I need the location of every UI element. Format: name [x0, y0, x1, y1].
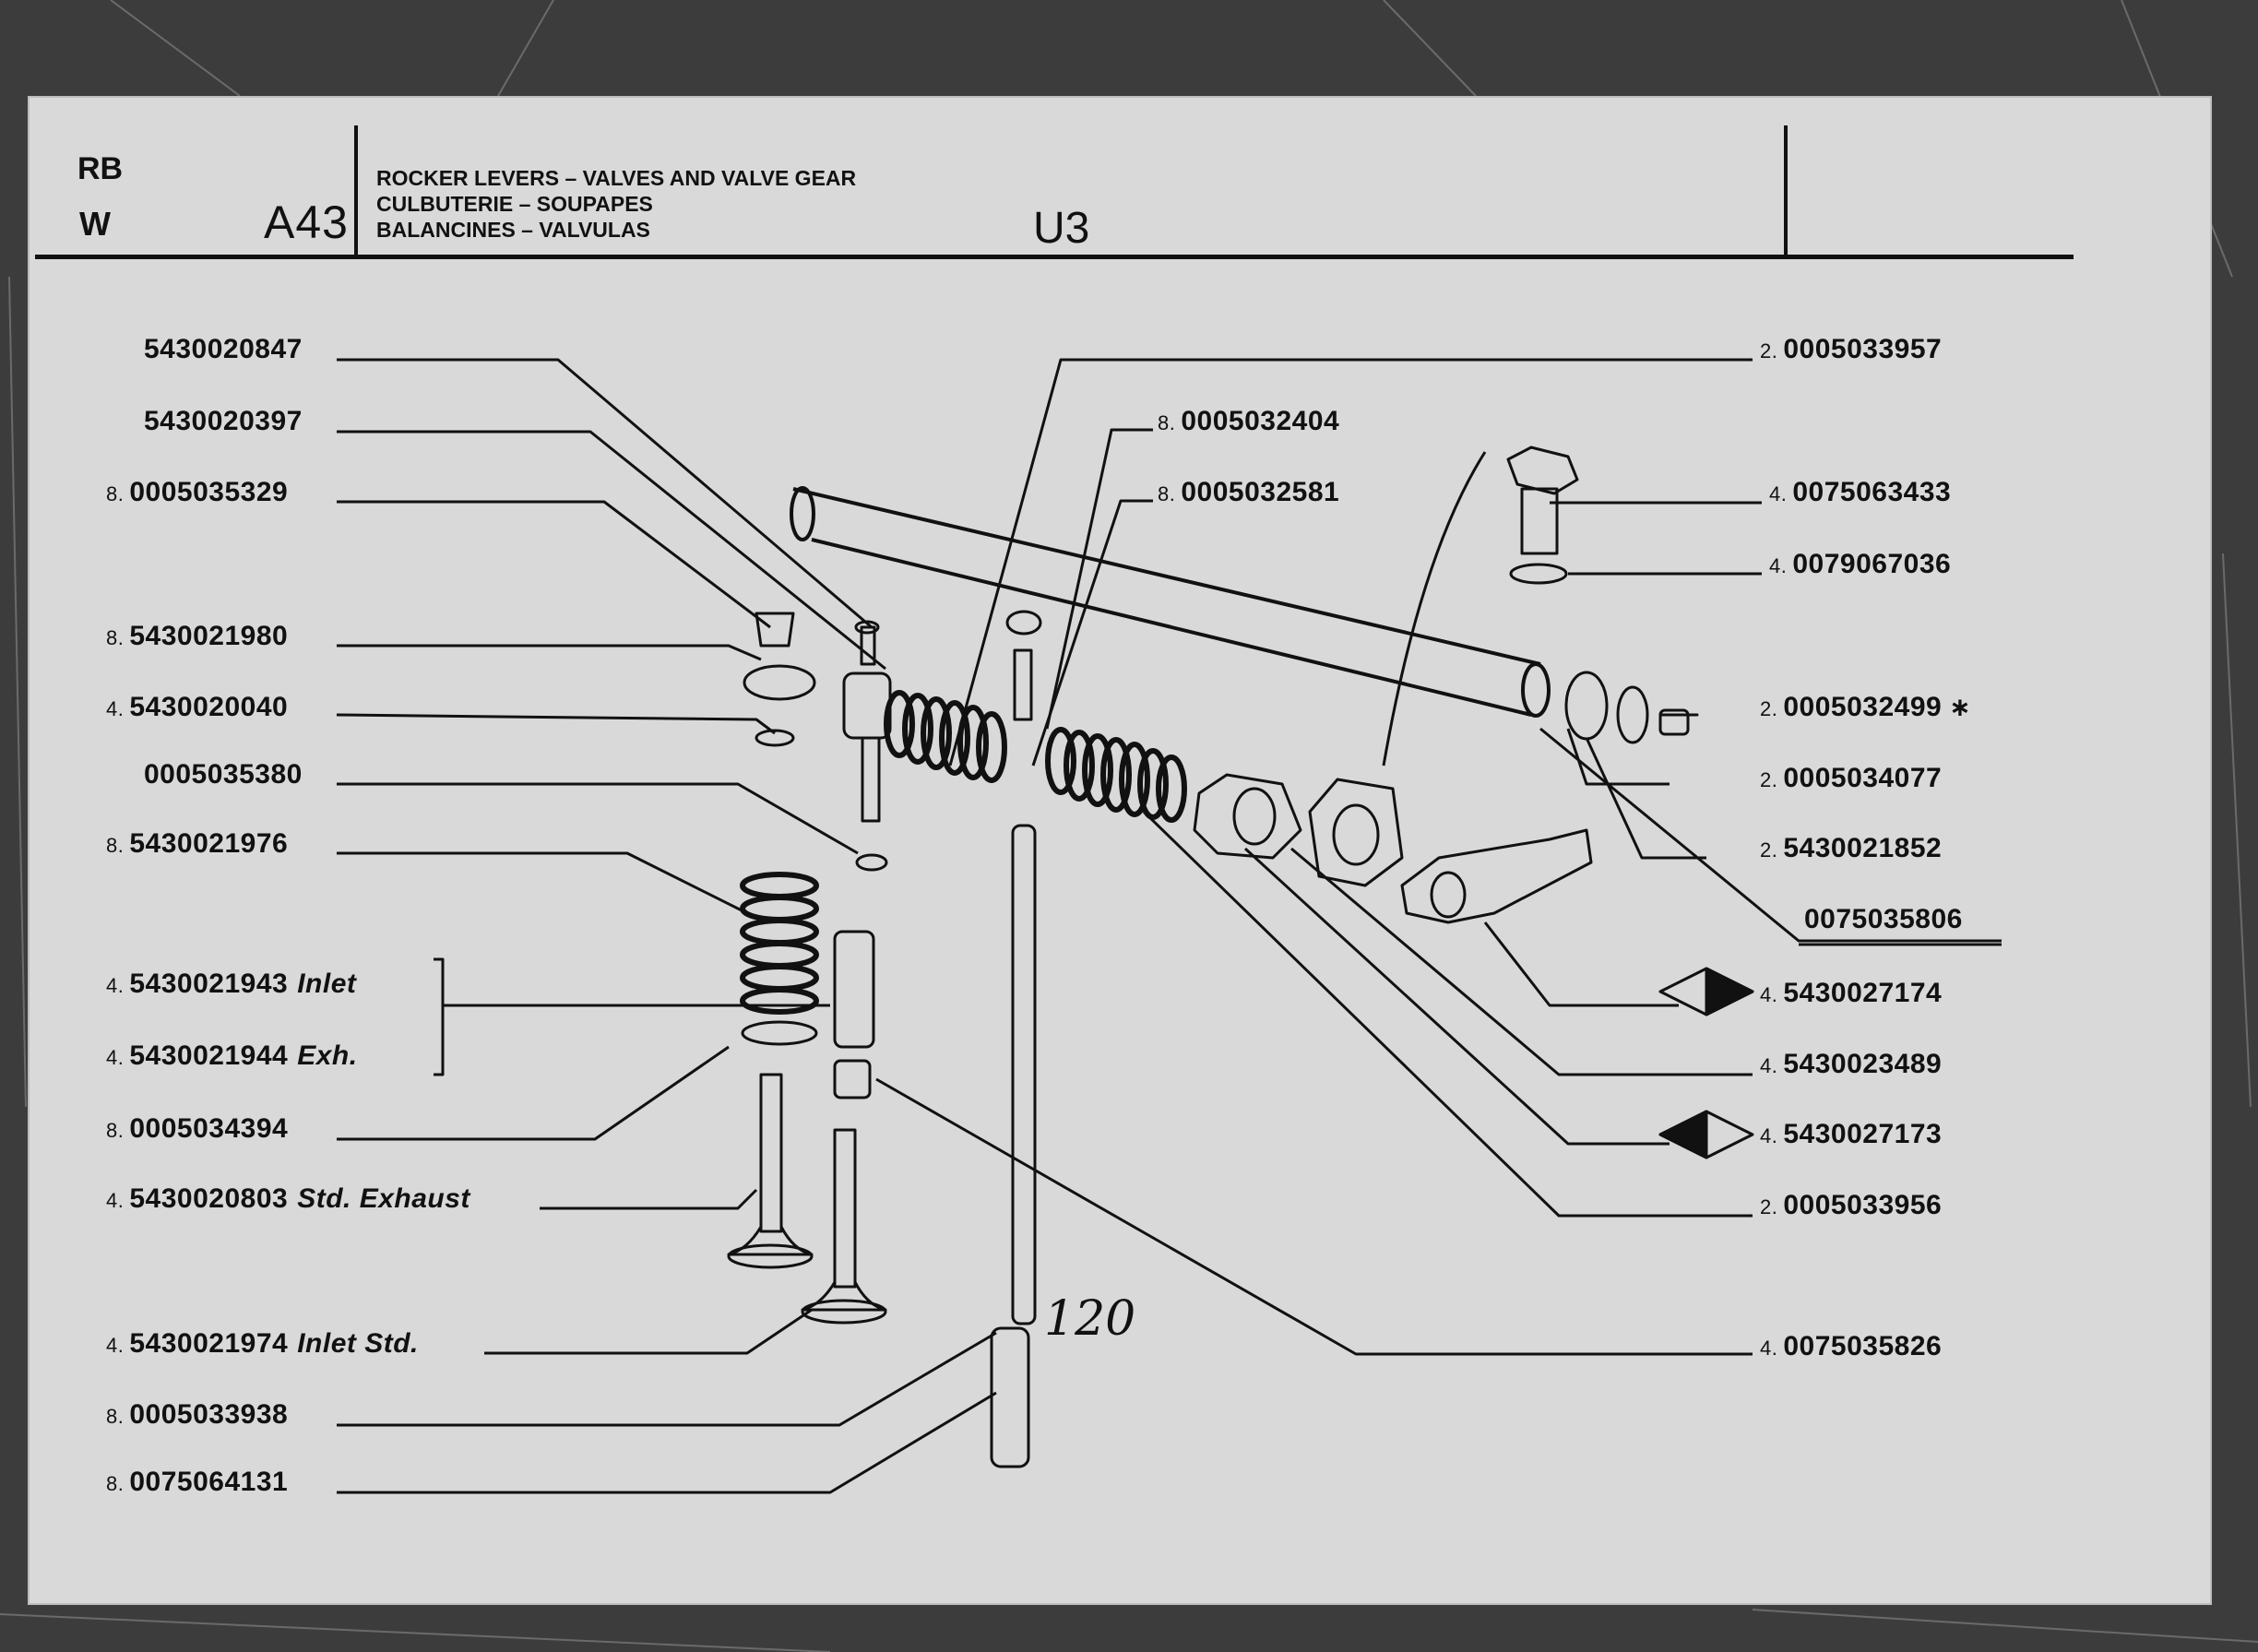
- part-label-5430020040: 4.5430020040: [106, 692, 289, 722]
- title-spanish: BALANCINES – VALVULAS: [376, 218, 650, 242]
- exhaust-valve: [727, 1073, 814, 1269]
- title-english: ROCKER LEVERS – VALVES AND VALVE GEAR: [376, 166, 857, 190]
- part-label-5430023489: 4.5430023489: [1760, 1049, 1943, 1079]
- part-label-5430021852: 2.5430021852: [1760, 833, 1943, 863]
- part-label-5430020847: 5430020847: [144, 334, 303, 364]
- bolt: [1506, 446, 1579, 585]
- valve-guide: [833, 930, 875, 1099]
- valve-cap: [741, 612, 888, 1046]
- shaft-spring-left: [884, 690, 1007, 783]
- shaft-spring-right: [1045, 727, 1187, 823]
- rocker-arm-1: [1193, 773, 1302, 860]
- part-label-0075063433: 4.0075063433: [1769, 477, 1952, 507]
- header-rule: [35, 255, 2074, 259]
- part-label-0079067036: 4.0079067036: [1769, 549, 1952, 579]
- part-label-0005033938: 8.0005033938: [106, 1399, 289, 1430]
- section-code: A43: [264, 196, 349, 248]
- part-label-0005035380: 0005035380: [144, 759, 303, 790]
- rocker-shaft: [790, 486, 1551, 718]
- part-label-5430027173: 4.5430027173: [1760, 1119, 1943, 1149]
- rocker-support: [842, 620, 892, 823]
- part-label-0075064131: 8.0075064131: [106, 1467, 289, 1497]
- header-divider-right: [1784, 125, 1788, 257]
- header-divider-left: [354, 125, 358, 257]
- part-label-0005034394: 8.0005034394: [106, 1113, 289, 1144]
- rocker-arm-3: [1400, 828, 1593, 924]
- catalog-sheet: [28, 96, 2212, 1605]
- part-label-0005032499: 2.0005032499∗: [1760, 692, 1972, 722]
- code-w: W: [79, 205, 111, 243]
- page-number: 120: [1044, 1291, 1136, 1347]
- part-label-5430021976: 8.5430021976: [106, 828, 289, 859]
- title-french: CULBUTERIE – SOUPAPES: [376, 192, 653, 216]
- diamond-marker-1: [1658, 967, 1754, 1016]
- group-code: U3: [1033, 204, 1090, 253]
- rocker-arm-2: [1308, 778, 1404, 887]
- shaft-end-parts: [1564, 671, 1690, 744]
- part-label-0075035806: 0075035806: [1804, 904, 1963, 934]
- push-rod: [990, 824, 1037, 1468]
- leader-lines-left: [336, 358, 997, 1494]
- part-label-0005032404: 8.0005032404: [1158, 406, 1340, 436]
- code-rb: RB: [77, 151, 124, 186]
- diamond-marker-2: [1658, 1110, 1754, 1159]
- leader-lines-right: [875, 358, 2002, 1356]
- bolt-leader-curve: [1382, 451, 1487, 767]
- part-label-0005033956: 2.0005033956: [1760, 1190, 1943, 1220]
- inlet-valve: [801, 1128, 887, 1325]
- part-label-0005033957: 2.0005033957: [1760, 334, 1943, 364]
- part-label-5430027174: 4.5430027174: [1760, 978, 1943, 1008]
- part-label-0005032581: 8.0005032581: [1158, 477, 1340, 507]
- part-label-0075035826: 4.0075035826: [1760, 1331, 1943, 1361]
- part-label-5430020397: 5430020397: [144, 406, 303, 436]
- part-label-0005034077: 2.0005034077: [1760, 763, 1943, 793]
- adjusting-screw: [1005, 610, 1042, 721]
- part-label-5430021980: 8.5430021980: [106, 621, 289, 651]
- valve-spring: [740, 872, 819, 1015]
- part-label-0005035329: 8.0005035329: [106, 477, 289, 507]
